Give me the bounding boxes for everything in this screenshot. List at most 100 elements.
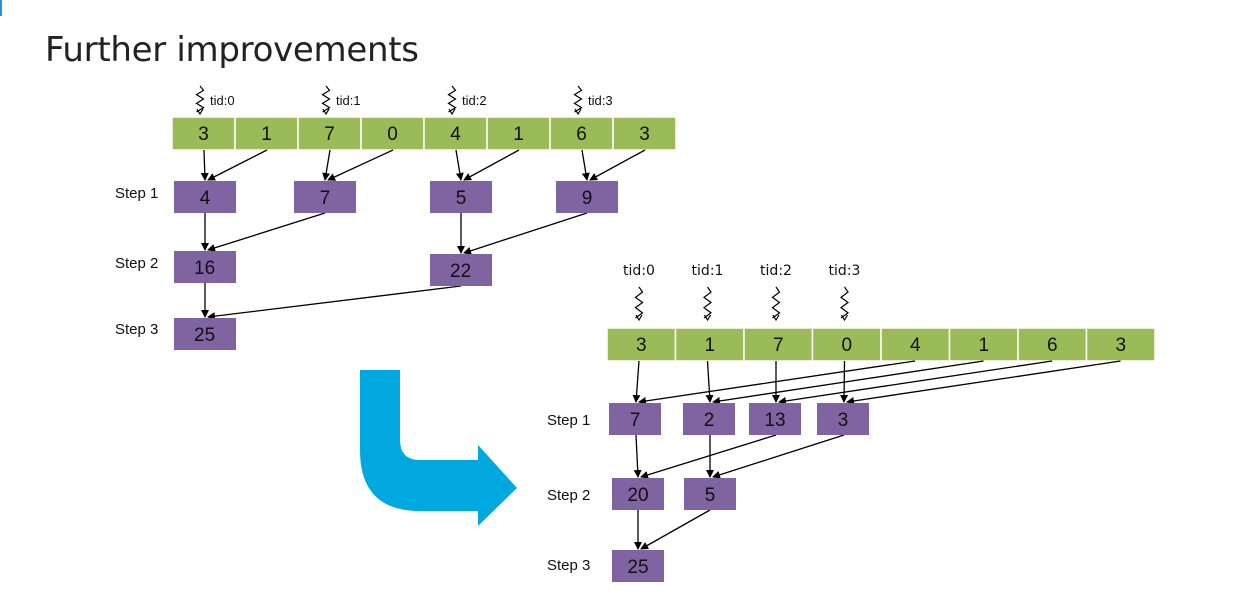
array-cell: [612, 116, 677, 151]
sum-node-value: 13: [764, 410, 785, 431]
thread-label: tid:1: [692, 263, 724, 279]
sum-node-value: 5: [705, 485, 716, 506]
array-cell-value: 1: [978, 335, 989, 356]
array-cell: [423, 116, 488, 151]
sum-node: [174, 318, 236, 350]
thread-label: tid:2: [760, 263, 792, 279]
step-label: Step 3: [115, 321, 158, 338]
edge-arrow: [207, 149, 268, 181]
edge-arrow: [200, 149, 209, 181]
edge-arrow: [640, 509, 711, 550]
thread-label: tid:2: [462, 93, 487, 108]
thread-label: tid:3: [829, 263, 861, 279]
thread-squiggle-icon: [839, 286, 850, 319]
step-label: Step 1: [115, 185, 158, 202]
edge-arrow: [840, 360, 849, 403]
array-cell-value: 7: [773, 335, 784, 356]
array-cell-value: 7: [324, 124, 335, 145]
sum-node-value: 9: [582, 188, 593, 209]
thread-label: tid:0: [623, 263, 655, 279]
sum-node: [817, 403, 869, 435]
array-cell-value: 4: [450, 124, 461, 145]
array-cell: [743, 327, 814, 362]
step-label: Step 3: [547, 557, 590, 574]
sum-node: [683, 403, 735, 435]
edge-arrow: [633, 434, 642, 478]
thread-label: tid:0: [210, 93, 235, 108]
edge-arrow: [463, 149, 520, 181]
edge-arrow: [712, 360, 984, 405]
edge-arrow: [712, 434, 845, 479]
sum-node: [174, 251, 236, 283]
thread-squiggle-icon-head: [574, 108, 582, 116]
sum-node: [430, 181, 492, 213]
sum-node: [294, 181, 356, 213]
array-cell-value: 0: [841, 335, 852, 356]
sum-node: [430, 254, 492, 286]
sum-node-value: 5: [456, 188, 467, 209]
thread-squiggle-icon: [447, 85, 457, 113]
edge-arrow: [327, 149, 394, 181]
edge-arrow: [778, 360, 1053, 405]
array-cell-value: 4: [910, 335, 921, 356]
edge-arrow: [640, 434, 777, 479]
step-label: Step 1: [547, 412, 590, 429]
array-cell-value: 6: [576, 124, 587, 145]
array-cell: [1085, 327, 1156, 362]
thread-squiggle-icon-head: [448, 108, 456, 116]
thread-squiggle-icon-head: [322, 108, 330, 116]
thread-squiggle-icon: [634, 286, 644, 319]
array-cell: [811, 327, 882, 362]
slide-corner-mark: [0, 0, 2, 16]
edge-arrow: [581, 149, 590, 181]
thread-squiggle-icon-head: [840, 314, 849, 322]
edge-arrow: [455, 149, 464, 181]
thread-squiggle-icon: [702, 286, 713, 319]
sum-node: [609, 403, 661, 435]
array-cell: [549, 116, 614, 151]
sum-node-value: 7: [320, 188, 331, 209]
thread-squiggle-icon: [195, 85, 205, 113]
thread-squiggle-icon: [321, 85, 331, 113]
sum-node: [612, 478, 664, 510]
array-cell-value: 3: [636, 335, 647, 356]
sum-node: [556, 181, 618, 213]
thread-squiggle-icon: [771, 286, 781, 319]
step-label: Step 2: [547, 487, 590, 504]
sum-node: [684, 478, 736, 510]
slide-title: Further improvements: [45, 30, 419, 70]
sum-node-value: 7: [630, 410, 641, 431]
thread-label: tid:3: [588, 93, 613, 108]
edge-arrow: [632, 360, 641, 403]
thread-squiggle-icon-head: [772, 314, 780, 322]
array-cell-value: 3: [1115, 335, 1126, 356]
edge-arrow: [638, 360, 916, 405]
array-cell-value: 6: [1047, 335, 1058, 356]
array-cell-value: 1: [261, 124, 272, 145]
thread-squiggle-icon-head: [703, 314, 712, 322]
sum-node: [612, 550, 664, 582]
edge-arrow: [463, 212, 588, 255]
array-cell: [171, 116, 236, 151]
sum-node: [174, 181, 236, 213]
array-cell: [234, 116, 299, 151]
sum-node-value: 16: [194, 258, 215, 279]
sum-node-value: 4: [200, 188, 211, 209]
array-cell: [1017, 327, 1088, 362]
thread-squiggle-icon: [573, 85, 583, 113]
sum-node: [749, 403, 801, 435]
array-cell: [606, 327, 677, 362]
edge-arrow: [322, 149, 331, 181]
array-cell-value: 1: [513, 124, 524, 145]
sum-node-value: 25: [627, 557, 648, 578]
array-cell: [948, 327, 1019, 362]
step-label: Step 2: [115, 255, 158, 272]
array-cell-value: 3: [639, 124, 650, 145]
transition-arrow-icon: [360, 370, 517, 526]
edge-arrow: [589, 149, 646, 181]
thread-squiggle-icon-head: [196, 108, 204, 116]
sum-node-value: 20: [627, 485, 648, 506]
array-cell-value: 1: [704, 335, 715, 356]
sum-node-value: 25: [194, 325, 215, 346]
